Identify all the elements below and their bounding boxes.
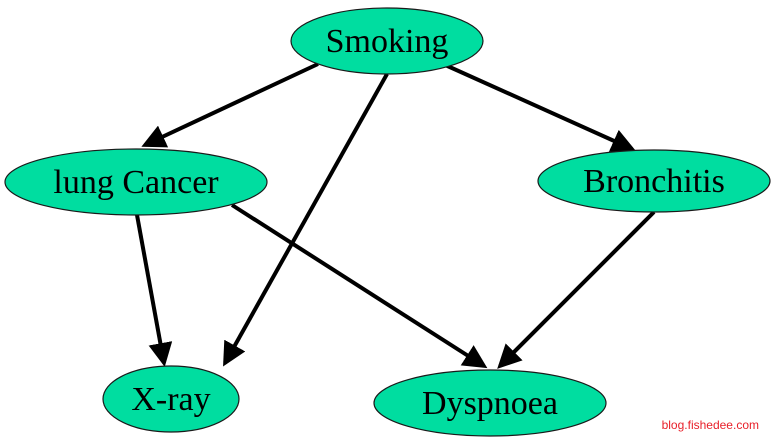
edges-layer [135, 62, 656, 369]
node-ellipse [373, 369, 607, 437]
node-label: Bronchitis [583, 163, 725, 200]
edge-smoking-to-bronchitis [442, 62, 636, 152]
node-lung-cancer: lung Cancer [4, 148, 268, 216]
edge-smoking-to-xray [223, 73, 389, 367]
node-label: Smoking [326, 23, 449, 60]
watermark: blog.fishedee.com [661, 418, 759, 432]
node-ellipse [4, 148, 268, 216]
node-label: Dyspnoea [422, 385, 558, 422]
node-ellipse [290, 7, 484, 75]
node-ellipse [537, 149, 771, 213]
node-label: lung Cancer [53, 164, 219, 201]
node-ellipse [102, 365, 240, 433]
node-label: X-ray [131, 381, 210, 418]
node-bronchitis: Bronchitis [537, 149, 771, 213]
node-smoking: Smoking [290, 7, 484, 75]
node-dyspnoea: Dyspnoea [373, 369, 607, 437]
edge-smoking-to-lung-cancer [141, 62, 319, 148]
edge-bronchitis-to-dyspnoea [497, 210, 656, 369]
edge-lung-cancer-to-xray [135, 214, 173, 367]
edge-lung-cancer-to-dyspnoea [230, 203, 488, 369]
node-xray: X-ray [102, 365, 240, 433]
